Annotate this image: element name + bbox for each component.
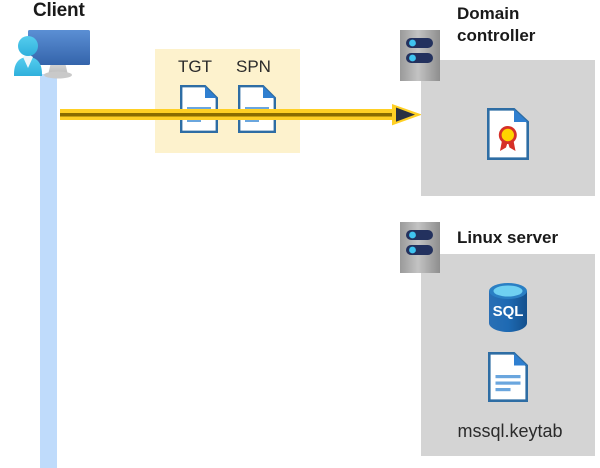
spn-label: SPN bbox=[236, 57, 271, 76]
ticket-highlight-panel bbox=[155, 49, 300, 153]
tgt-label: TGT bbox=[178, 57, 212, 76]
domain-controller-title: Domain controller bbox=[457, 4, 536, 45]
sql-database-label: SQL bbox=[493, 303, 524, 320]
request-arrow bbox=[60, 103, 423, 127]
client-lifeline bbox=[40, 74, 57, 468]
certificate-document-icon bbox=[487, 108, 529, 160]
client-label: Client bbox=[33, 0, 85, 21]
server-rack-icon bbox=[400, 222, 440, 273]
sql-database-icon: SQL bbox=[486, 281, 530, 333]
keytab-document-icon bbox=[488, 352, 528, 402]
keytab-filename-label: mssql.keytab bbox=[457, 421, 563, 441]
user-monitor-icon bbox=[6, 26, 92, 88]
server-rack-icon bbox=[400, 30, 440, 81]
linux-server-title: Linux server bbox=[457, 228, 559, 247]
